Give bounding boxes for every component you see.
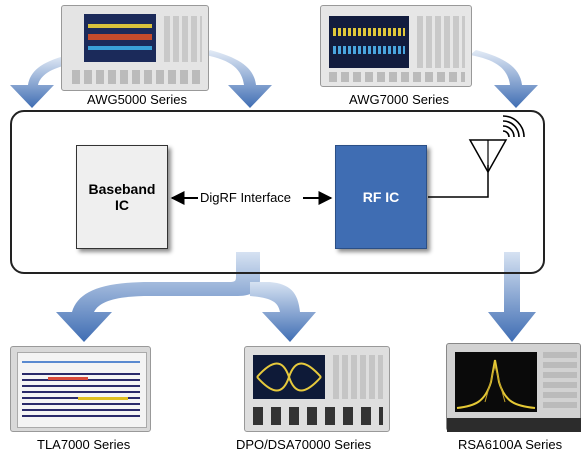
rf-antenna-feed <box>428 165 489 198</box>
device-under-test-frame <box>10 110 545 274</box>
rsa6100a-instrument <box>446 343 581 432</box>
baseband-ic-block: Baseband IC <box>76 145 168 249</box>
awg5000-screen <box>84 14 156 62</box>
awg7000-instrument <box>320 5 472 87</box>
awg7000-caption: AWG7000 Series <box>349 92 449 107</box>
digrf-interface-label: DigRF Interface <box>200 190 292 205</box>
rsa6100a-caption: RSA6100A Series <box>458 437 563 452</box>
tla7000-instrument <box>10 346 151 432</box>
tla7000-caption: TLA7000 Series <box>37 437 131 452</box>
dpo-caption: DPO/DSA70000 Series <box>236 437 372 452</box>
awg7000-screen <box>329 16 409 68</box>
radio-waves-icon <box>502 115 525 138</box>
split-arrow-stem <box>56 252 260 342</box>
split-arrow-right <box>250 282 316 342</box>
tla7000-screen <box>17 352 147 428</box>
dpo-screen <box>253 355 325 399</box>
rsa-down-arrow <box>488 252 536 342</box>
awg5000-left-arrow <box>10 55 72 108</box>
rf-ic-block: RF IC <box>335 145 427 249</box>
rsa6100a-screen <box>455 352 537 412</box>
baseband-ic-label: Baseband IC <box>88 181 156 213</box>
awg5000-instrument <box>61 5 209 91</box>
awg7000-right-arrow <box>470 50 538 108</box>
dpo-instrument <box>244 346 390 432</box>
awg5000-right-arrow <box>205 50 272 108</box>
awg5000-caption: AWG5000 Series <box>87 92 187 107</box>
rf-ic-label: RF IC <box>362 189 400 205</box>
